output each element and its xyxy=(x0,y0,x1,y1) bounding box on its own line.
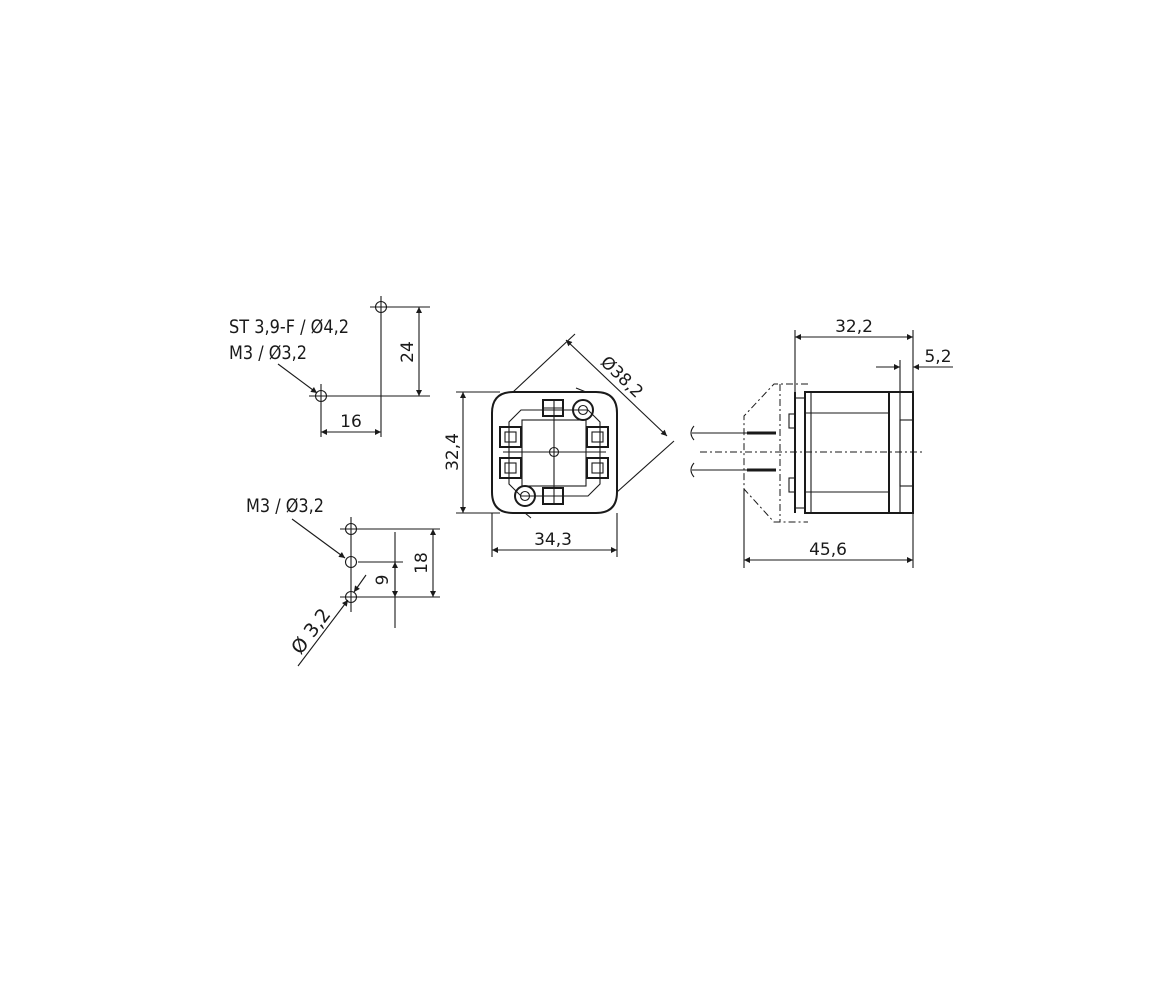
side-view: 32,2 5,2 45,6 xyxy=(690,317,953,568)
screw-boss-bottom-left xyxy=(514,485,536,507)
dim-front-diameter: Ø38,2 xyxy=(596,352,647,402)
mounting-pattern-2: M3 / Ø3,2 18 9 Ø 3,2 xyxy=(246,495,440,667)
terminal-bottom-left xyxy=(499,457,522,479)
terminal-top-left xyxy=(499,426,522,448)
mounting-pattern-1: ST 3,9-F / Ø4,2 M3 / Ø3,2 24 16 xyxy=(229,296,430,437)
dim-side-offset: 5,2 xyxy=(924,347,951,367)
front-view: 32,4 34,3 Ø38,2 xyxy=(443,333,675,557)
lead-wires xyxy=(690,425,776,478)
dim-side-width: 32,2 xyxy=(835,317,873,337)
dim-18: 18 xyxy=(412,552,432,574)
dim-9: 9 xyxy=(373,575,393,586)
dim-front-width: 34,3 xyxy=(534,530,572,550)
hole-spec-label-1: ST 3,9-F / Ø4,2 xyxy=(229,316,349,338)
terminal-top-right xyxy=(586,426,609,448)
dim-hole-diameter: Ø 3,2 xyxy=(287,604,335,658)
dim-16: 16 xyxy=(340,412,362,432)
hole-spec-label-2: M3 / Ø3,2 xyxy=(229,342,307,364)
lamp-outline-dashed xyxy=(743,383,808,523)
dim-24: 24 xyxy=(398,341,418,363)
dim-front-height: 32,4 xyxy=(443,433,463,471)
hole-spec-label-3: M3 / Ø3,2 xyxy=(246,495,324,517)
dim-side-total: 45,6 xyxy=(809,540,847,560)
center-hole xyxy=(548,446,560,458)
terminal-bottom-right xyxy=(586,457,609,479)
